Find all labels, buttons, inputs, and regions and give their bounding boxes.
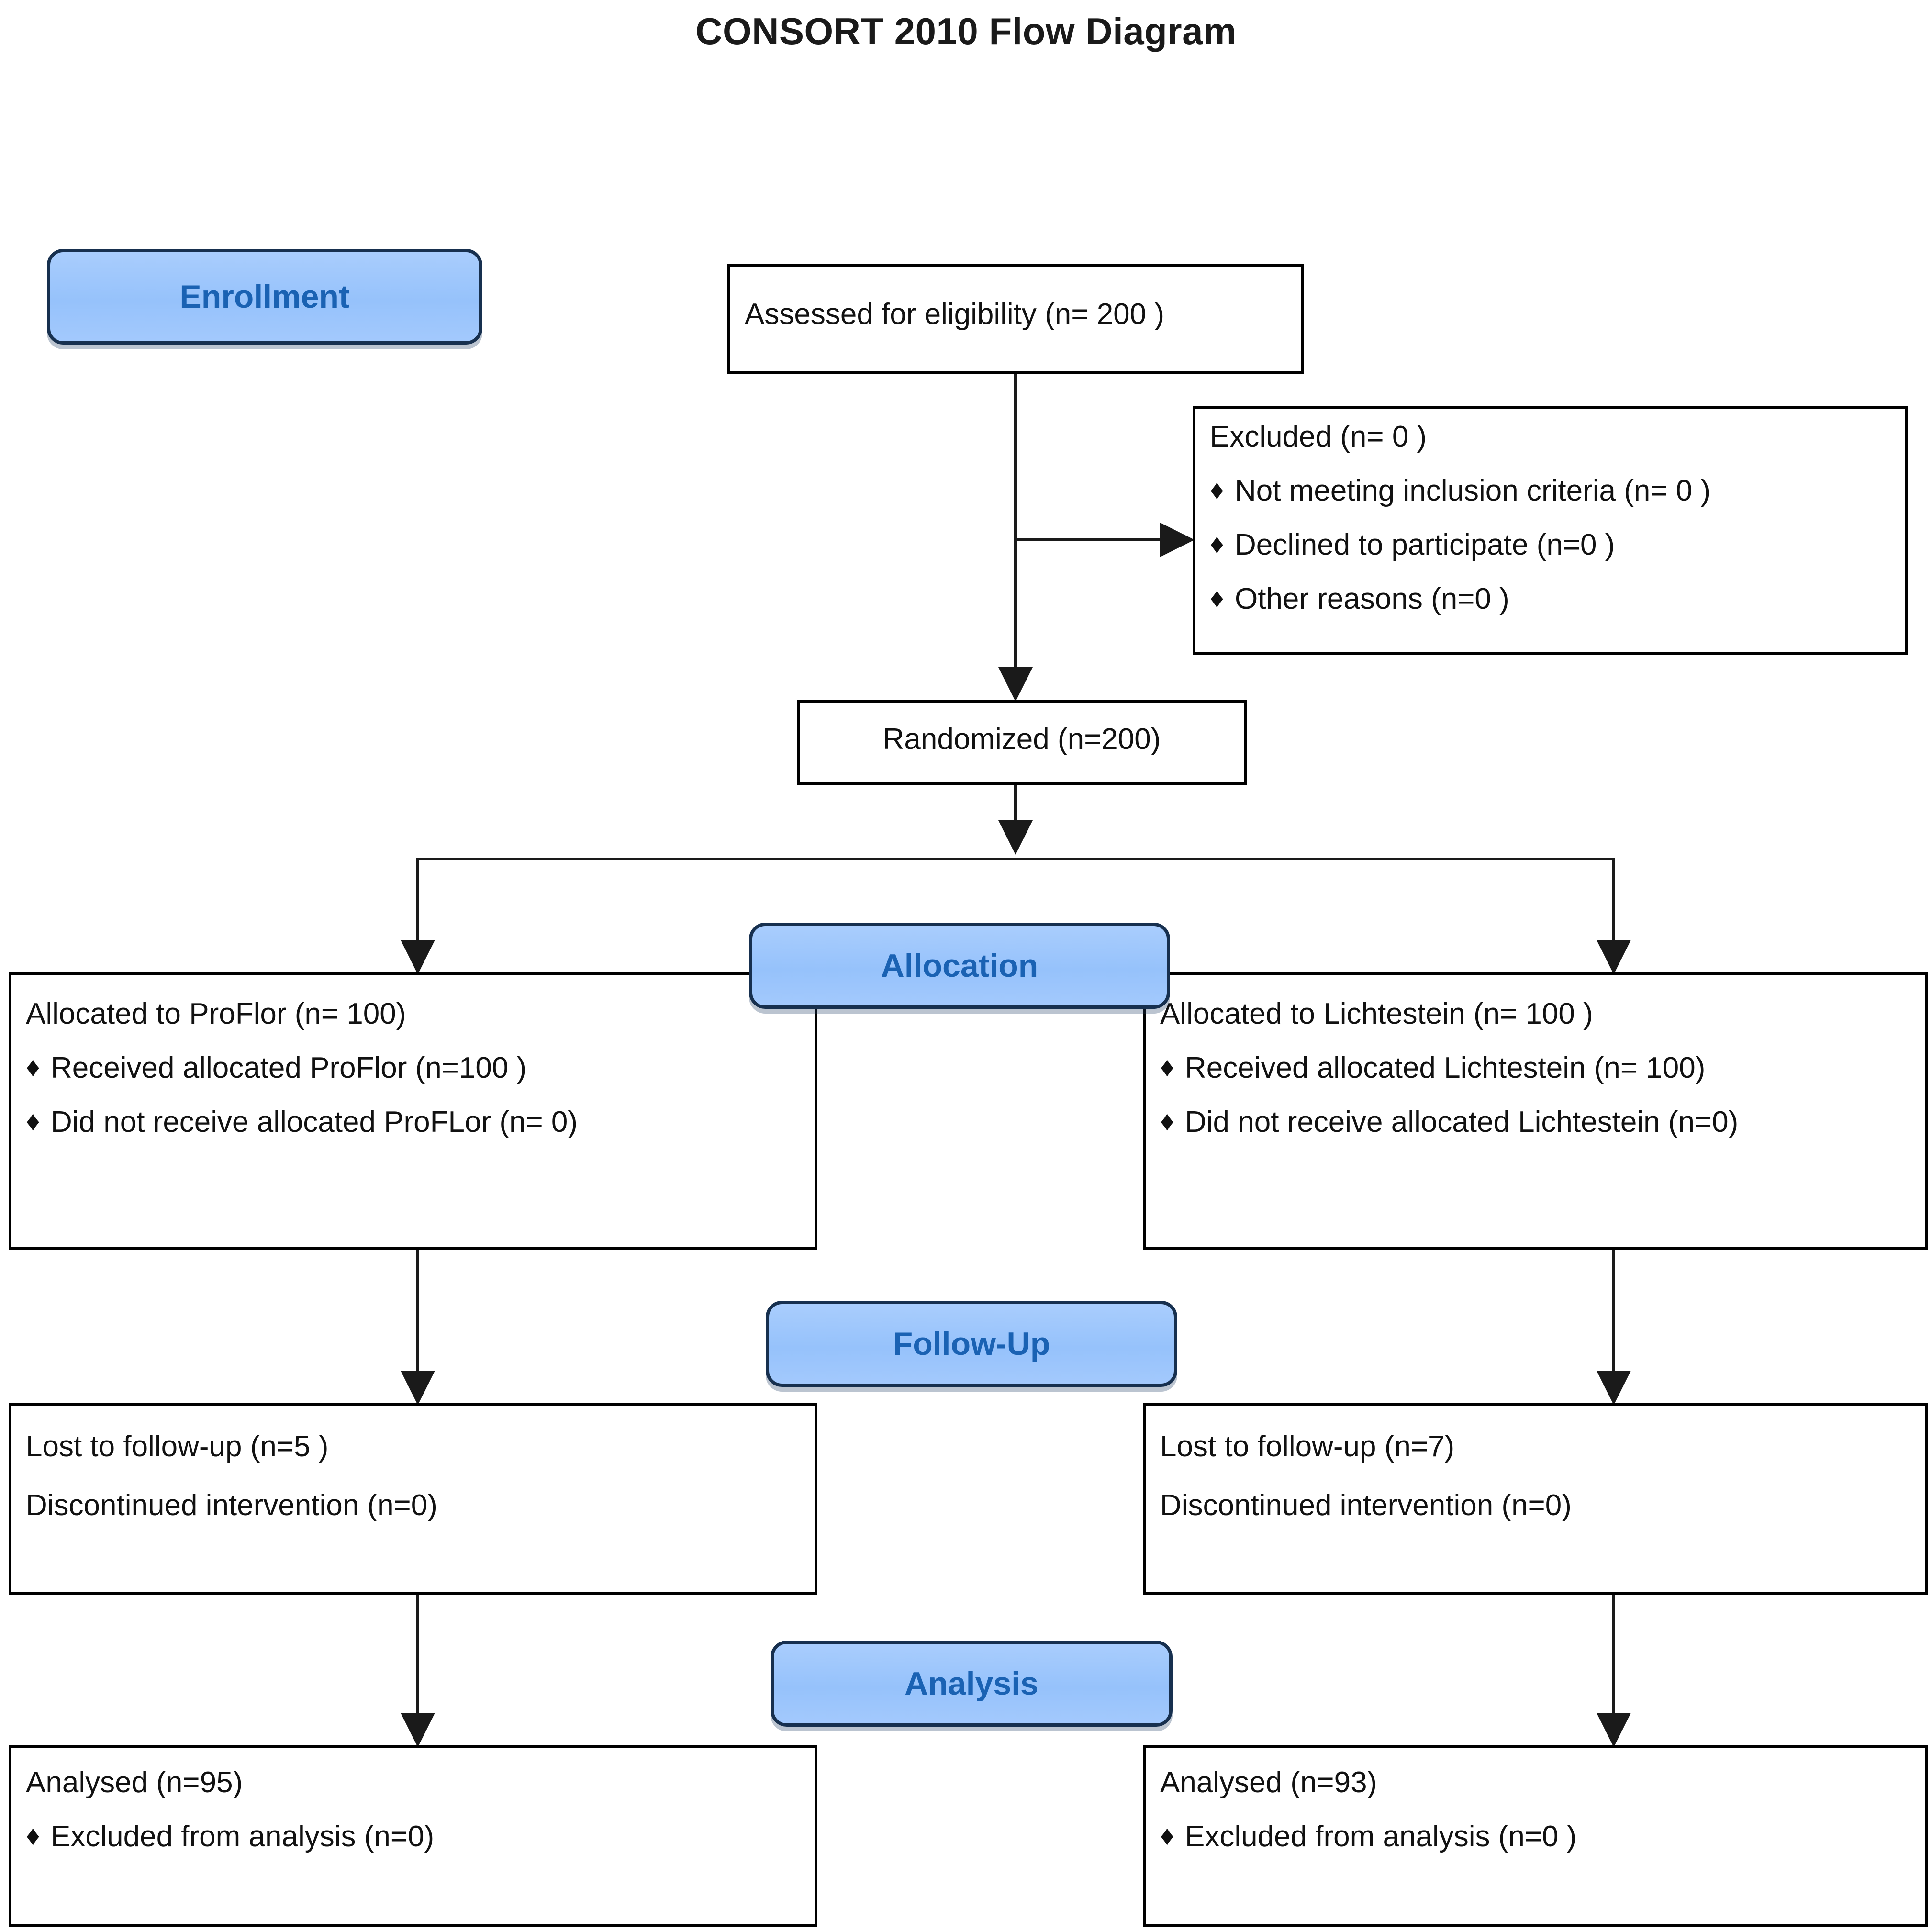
excluded-item-text: Declined to participate (n=0 ) (1235, 528, 1615, 561)
diamond-bullet-icon: ♦ (1160, 1105, 1174, 1137)
analysis-left-heading: Analysed (n=95) (26, 1766, 243, 1799)
alloc-left-heading: Allocated to ProFlor (n= 100) (26, 997, 406, 1030)
alloc-right-item-text: Received allocated Lichtestein (n= 100) (1185, 1051, 1706, 1084)
diamond-bullet-icon: ♦ (1210, 474, 1224, 505)
node-followup-right: Lost to follow-up (n=7) Discontinued int… (1143, 1403, 1928, 1595)
followup-right-line1: Lost to follow-up (n=7) (1160, 1430, 1455, 1463)
alloc-left-item: ♦ Received allocated ProFlor (n=100 ) (26, 1052, 800, 1084)
node-randomized: Randomized (n=200) (797, 700, 1247, 785)
node-excluded: Excluded (n= 0 ) ♦ Not meeting inclusion… (1193, 406, 1908, 655)
alloc-right-item: ♦ Received allocated Lichtestein (n= 100… (1160, 1052, 1910, 1084)
node-followup-left: Lost to follow-up (n=5 ) Discontinued in… (9, 1403, 817, 1595)
excluded-item: ♦ Other reasons (n=0 ) (1210, 583, 1891, 615)
diamond-bullet-icon: ♦ (26, 1820, 40, 1851)
node-analysed-left: Analysed (n=95) ♦ Excluded from analysis… (9, 1745, 817, 1927)
alloc-right-heading: Allocated to Lichtestein (n= 100 ) (1160, 997, 1593, 1030)
analysis-right-item: ♦ Excluded from analysis (n=0 ) (1160, 1820, 1910, 1853)
node-allocated-lichtestein: Allocated to Lichtestein (n= 100 ) ♦ Rec… (1143, 972, 1928, 1250)
diamond-bullet-icon: ♦ (1160, 1051, 1174, 1083)
stage-badge-allocation[interactable]: Allocation (749, 923, 1170, 1009)
stage-badge-follow-up[interactable]: Follow-Up (766, 1301, 1177, 1387)
analysis-right-item-text: Excluded from analysis (n=0 ) (1185, 1820, 1577, 1853)
stage-label-analysis: Analysis (905, 1665, 1039, 1702)
randomized-text: Randomized (n=200) (882, 723, 1161, 756)
stage-label-allocation: Allocation (881, 948, 1039, 984)
node-analysed-right: Analysed (n=93) ♦ Excluded from analysis… (1143, 1745, 1928, 1927)
assessed-text: Assessed for eligibility (n= 200 ) (745, 298, 1165, 331)
stage-badge-enrollment[interactable]: Enrollment (47, 249, 482, 345)
diamond-bullet-icon: ♦ (26, 1051, 40, 1083)
alloc-left-item-text: Received allocated ProFlor (n=100 ) (51, 1051, 527, 1084)
diamond-bullet-icon: ♦ (26, 1105, 40, 1137)
excluded-item: ♦ Declined to participate (n=0 ) (1210, 529, 1891, 561)
excluded-item-text: Other reasons (n=0 ) (1235, 582, 1509, 615)
diamond-bullet-icon: ♦ (1210, 582, 1224, 614)
excluded-item-text: Not meeting inclusion criteria (n= 0 ) (1235, 474, 1711, 507)
analysis-left-item-text: Excluded from analysis (n=0) (51, 1820, 435, 1853)
stage-label-enrollment: Enrollment (179, 279, 350, 315)
followup-right-line2: Discontinued intervention (n=0) (1160, 1488, 1572, 1522)
alloc-right-item-text: Did not receive allocated Lichtestein (n… (1185, 1105, 1739, 1139)
node-assessed-for-eligibility: Assessed for eligibility (n= 200 ) (727, 264, 1304, 374)
alloc-left-item-text: Did not receive allocated ProFLor (n= 0) (51, 1105, 578, 1139)
analysis-right-heading: Analysed (n=93) (1160, 1766, 1377, 1799)
excluded-item: ♦ Not meeting inclusion criteria (n= 0 ) (1210, 475, 1891, 507)
page-title: CONSORT 2010 Flow Diagram (695, 10, 1237, 52)
alloc-right-item: ♦ Did not receive allocated Lichtestein … (1160, 1106, 1910, 1139)
analysis-left-item: ♦ Excluded from analysis (n=0) (26, 1820, 800, 1853)
followup-left-line2: Discontinued intervention (n=0) (26, 1488, 437, 1522)
followup-left-line1: Lost to follow-up (n=5 ) (26, 1430, 329, 1463)
alloc-left-item: ♦ Did not receive allocated ProFLor (n= … (26, 1106, 800, 1139)
stage-badge-analysis[interactable]: Analysis (771, 1641, 1173, 1727)
excluded-heading: Excluded (n= 0 ) (1210, 420, 1427, 453)
diamond-bullet-icon: ♦ (1160, 1820, 1174, 1851)
stage-label-follow-up: Follow-Up (893, 1326, 1050, 1362)
node-allocated-proflor: Allocated to ProFlor (n= 100) ♦ Received… (9, 972, 817, 1250)
diamond-bullet-icon: ♦ (1210, 528, 1224, 559)
